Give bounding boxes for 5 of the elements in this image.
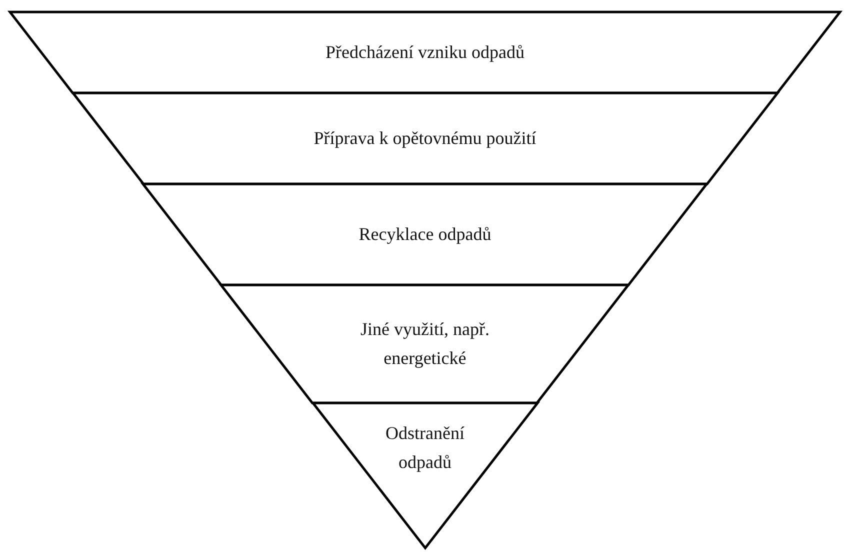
level-label: Jiné využití, např. energetické bbox=[359, 318, 490, 370]
level-label: Odstranění odpadů bbox=[384, 422, 466, 474]
level-label: Recyklace odpadů bbox=[358, 223, 492, 246]
level-label: Předcházení vzniku odpadů bbox=[326, 41, 524, 64]
level-label: Příprava k opětovnému použití bbox=[314, 127, 536, 150]
